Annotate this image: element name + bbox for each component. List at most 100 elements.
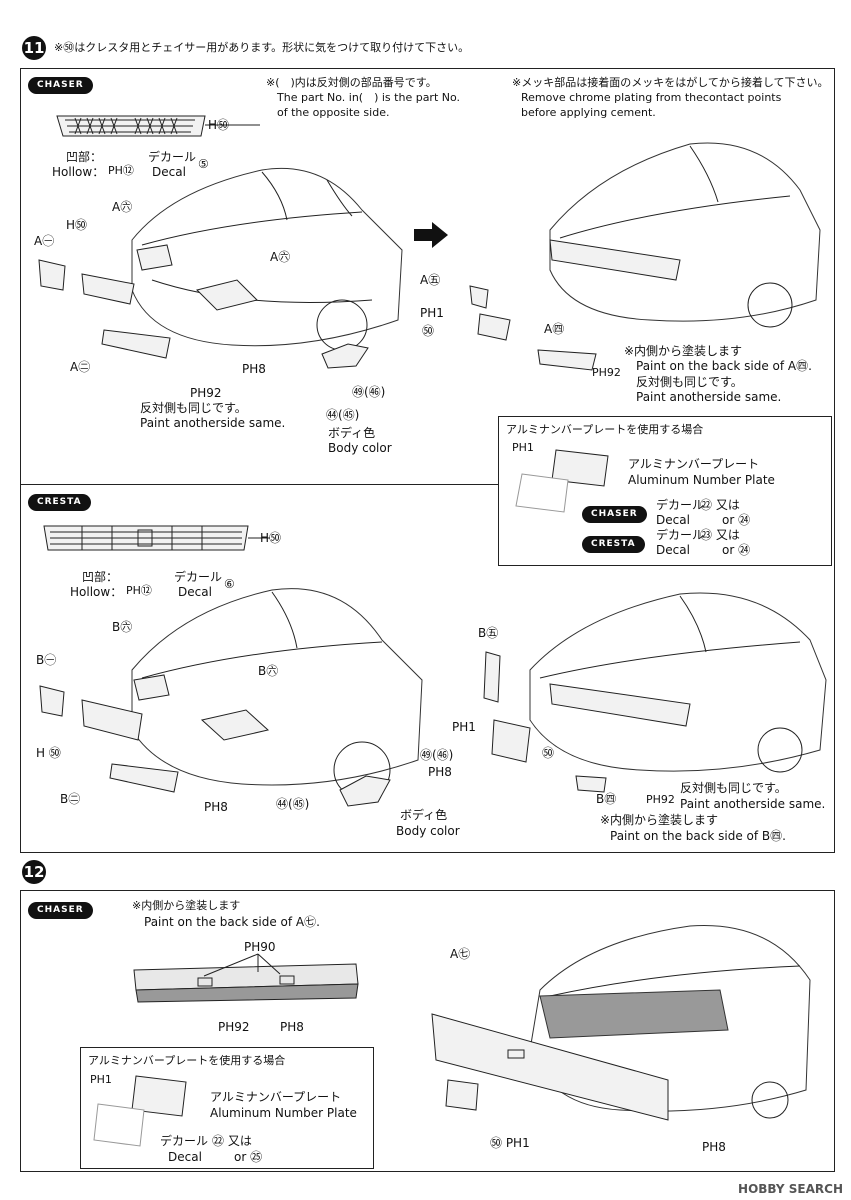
cresta-part-b64 [483, 651, 501, 703]
plate-box-12-decal-or: or ㉕ [234, 1150, 263, 1164]
plate-box-11-decal-jp-1: デカール [656, 498, 705, 512]
step-12-ph92: PH92 [218, 1020, 250, 1034]
chaser-part52: ㊾(㊻) [352, 385, 386, 399]
cresta-b65-top: B㊅ [112, 620, 133, 634]
cresta-hollow-en: Hollow： [70, 585, 123, 599]
chaser-same2-en: Paint anotherside same. [636, 390, 782, 404]
chaser-hollow-jp: 凹部： [66, 150, 103, 164]
chrome-note-en1: Remove chrome plating from thecontact po… [521, 91, 782, 104]
cresta-decal-no: ⑥ [224, 577, 235, 591]
cresta-b65-mid: B㊅ [258, 664, 279, 678]
plate-box-11-chaser-decal: ㉒ 又は [700, 498, 740, 512]
cresta-same-jp: 反対側も同じです。 [680, 781, 787, 795]
step-12-part56: ㊿ PH1 [490, 1136, 530, 1150]
cresta-h50: H ㊿ [36, 746, 61, 760]
chaser-a61: A㊀ [34, 234, 55, 248]
chrome-note-en2: before applying cement. [521, 106, 656, 119]
chaser-a63: A㊃ [544, 322, 565, 336]
step-12-rear-bumper [431, 1013, 669, 1121]
plate-box-11-ph1: PH1 [512, 441, 534, 454]
step-12-a66: A㊆ [450, 947, 471, 961]
chaser-part-a61 [38, 259, 66, 291]
chaser-hollow-paint: PH⑫ [108, 164, 134, 177]
cresta-part54: ㊹(㊺) [276, 797, 310, 811]
cresta-b62: B㊁ [60, 792, 81, 806]
chaser-car-assembled-illustration [549, 142, 821, 328]
cresta-same-en: Paint anotherside same. [680, 797, 826, 811]
plate-box-11-cresta-decal: ㉓ 又は [700, 528, 740, 542]
watermark: HOBBY SEARCH [738, 1182, 843, 1196]
cresta-mirror [339, 775, 391, 807]
chaser-ph92: PH92 [190, 386, 222, 400]
cresta-ph8: PH8 [204, 800, 228, 814]
chaser-grille-label: H㊿ [208, 118, 230, 132]
step-12-ph90: PH90 [244, 940, 276, 954]
chaser-part-a63 [537, 349, 597, 371]
flow-arrow [414, 222, 448, 248]
opposite-note-en1: The part No. in( ) is the part No. [277, 91, 461, 104]
chaser-inside-en: Paint on the back side of A㊃. [636, 359, 812, 373]
plate-box-11-decal-en-1: Decal [656, 513, 690, 527]
plate-box-12-plate-jp: アルミナンバープレート [210, 1090, 342, 1104]
cresta-hollow-paint: PH⑫ [126, 584, 152, 597]
chaser-car-front-illustration [131, 167, 403, 351]
chaser-same-jp: 反対側も同じです。 [140, 401, 247, 415]
step-11-note: ※㊿はクレスタ用とチェイサー用があります。形状に気をつけて取り付けて下さい。 [54, 41, 470, 54]
cresta-body-en: Body color [396, 824, 460, 838]
chaser-part-a64 [469, 285, 489, 309]
plate-box-11-plate-jp: アルミナンバープレート [628, 457, 760, 471]
chaser-same-en: Paint anotherside same. [140, 416, 286, 430]
plate-box-11-cresta-badge: CRESTA [582, 536, 645, 553]
cresta-part52: ㊾(㊻) [420, 748, 454, 762]
chaser-a64: A㊄ [420, 273, 441, 287]
cresta-plate [491, 719, 531, 763]
cresta-decal-jp: デカール [174, 570, 223, 584]
cresta-car-front-illustration [131, 588, 423, 799]
chaser-part-h50 [81, 273, 135, 305]
plate-box-11-cresta-or: or ㉔ [722, 543, 751, 557]
cresta-grille-illustration [43, 525, 270, 551]
chaser-same2-jp: 反対側も同じです。 [636, 375, 743, 389]
chrome-note-jp: ※メッキ部品は接着面のメッキをはがしてから接着して下さい。 [512, 76, 829, 89]
chaser-grille-illustration [56, 115, 260, 137]
chaser-plate [477, 313, 511, 341]
opposite-note-en2: of the opposite side. [277, 106, 390, 119]
cresta-part-b62 [109, 763, 179, 793]
plate-box-12-ph1: PH1 [90, 1073, 112, 1086]
step-12-chaser-badge: CHASER [28, 902, 93, 919]
opposite-note-jp: ※( )内は反対側の部品番号です。 [266, 76, 437, 89]
step-11-number: 11 [22, 36, 46, 60]
chaser-badge: CHASER [28, 77, 93, 94]
step-12-ph8: PH8 [280, 1020, 304, 1034]
plate-box-12-plate-en: Aluminum Number Plate [210, 1106, 357, 1120]
chaser-part56: ㊿ [422, 324, 435, 338]
plate-box-11-title: アルミナンバープレートを使用する場合 [506, 423, 704, 436]
cresta-decal-en: Decal [178, 585, 212, 599]
cresta-inside-jp: ※内側から塗装します [600, 813, 719, 827]
chaser-mirror [321, 343, 369, 369]
chaser-body-en: Body color [328, 441, 392, 455]
cresta-ph1: PH1 [452, 720, 476, 734]
panel-divider [20, 484, 498, 485]
cresta-part-b63 [575, 775, 607, 793]
plate-box-11-chaser-badge: CHASER [582, 506, 647, 523]
step-12-inside-jp: ※内側から塗装します [132, 899, 241, 912]
cresta-badge: CRESTA [28, 494, 91, 511]
chaser-a65-top: A㊅ [112, 200, 133, 214]
chaser-a62: A㊁ [70, 360, 91, 374]
step-12-bumper-part [133, 953, 359, 1003]
cresta-hollow-jp: 凹部： [82, 570, 119, 584]
plate-box-11-decal-jp-2: デカール [656, 528, 705, 542]
chaser-ph92b: PH92 [592, 366, 621, 379]
chaser-hollow-en: Hollow： [52, 165, 105, 179]
cresta-part56: ㊿ [542, 746, 555, 760]
cresta-part-h50 [81, 699, 143, 741]
cresta-grille-label: H㊿ [260, 531, 282, 545]
chaser-ph8: PH8 [242, 362, 266, 376]
plate-box-12-decal-jp: デカール [160, 1134, 209, 1148]
plate-box-12-decal-en: Decal [168, 1150, 202, 1164]
cresta-body-jp: ボディ色 [400, 808, 448, 822]
chaser-decal-no: ⑤ [198, 157, 209, 171]
plate-box-12-decal-no: ㉒ 又は [212, 1134, 252, 1148]
chaser-part54: ㊹(㊺) [326, 408, 360, 422]
